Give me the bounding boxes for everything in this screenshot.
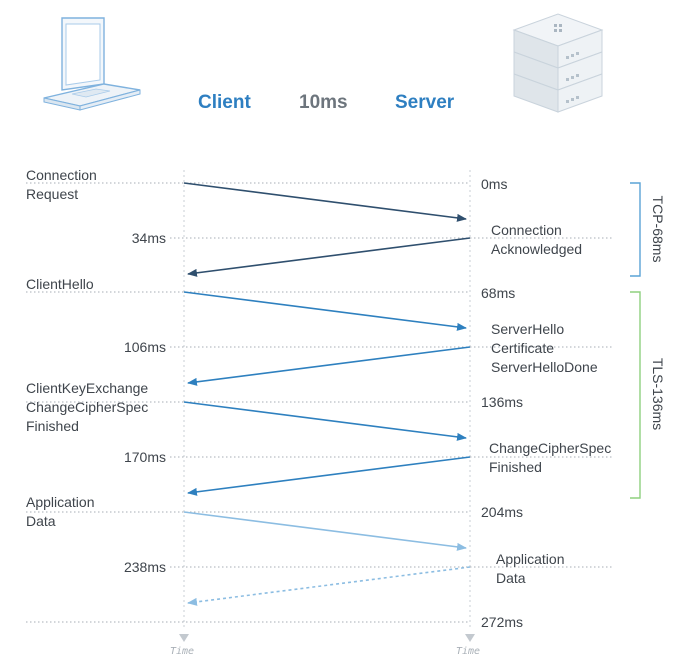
label-238ms: 238ms (123, 559, 166, 575)
label-connection-request: Connection Request (26, 167, 97, 202)
label-68ms: 68ms (481, 285, 516, 301)
phase-tcp-label: TCP-68ms (650, 195, 666, 263)
server-label: Server (395, 92, 455, 113)
server-icon (512, 13, 604, 113)
arrow-clienthello (183, 291, 467, 331)
label-connection-acknowledged: Connection Acknowledged (491, 222, 583, 257)
server-time-label: Time (456, 646, 481, 657)
label-changecipherspec: ChangeCipherSpec Finished (489, 440, 612, 475)
label-clientkeyexchange: ClientKeyExchange ChangeCipherSpec Finis… (26, 380, 149, 434)
label-34ms: 34ms (131, 230, 166, 246)
phase-tls-label: TLS-136ms (650, 357, 666, 431)
arrow-connection-acknowledged (187, 237, 471, 277)
label-server-application-data: Application Data (496, 551, 565, 586)
label-serverhello: ServerHello Certificate ServerHelloDone (491, 321, 598, 375)
client-label: Client (198, 92, 251, 113)
latency-label: 10ms (299, 92, 348, 113)
arrow-serverhello (187, 346, 471, 386)
label-272ms: 272ms (481, 614, 524, 630)
label-0ms: 0ms (481, 176, 508, 192)
label-106ms: 106ms (123, 339, 166, 355)
server-time-arrow (465, 634, 475, 642)
arrow-changecipherspec (187, 456, 471, 496)
label-clienthello: ClientHello (26, 276, 94, 292)
arrow-clientkeyexchange (183, 401, 467, 441)
tcp-bracket (630, 182, 641, 277)
client-time-arrow (179, 634, 189, 642)
laptop-icon (43, 17, 141, 111)
arrow-client-application-data (183, 511, 467, 551)
tls-bracket (630, 291, 641, 499)
label-204ms: 204ms (481, 504, 524, 520)
arrow-connection-request (183, 182, 467, 222)
label-170ms: 170ms (123, 449, 166, 465)
client-time-label: Time (170, 646, 195, 657)
arrow-server-application-data (187, 566, 471, 606)
label-136ms: 136ms (481, 394, 524, 410)
label-client-application-data: Application Data (26, 494, 95, 529)
